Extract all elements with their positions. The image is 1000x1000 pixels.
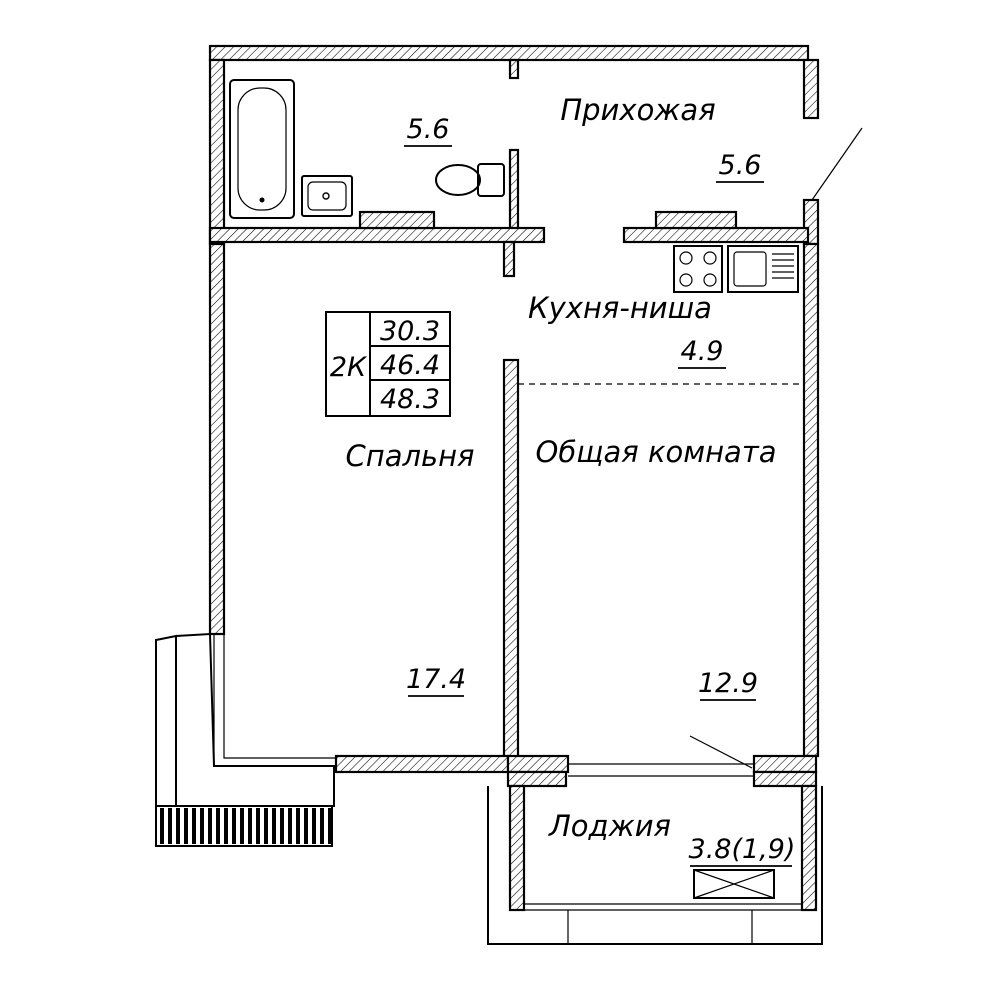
stove — [673, 245, 723, 293]
counter-kitchen — [654, 210, 738, 230]
wall-right — [802, 242, 820, 758]
counter-bath — [358, 210, 436, 230]
living-door-swing — [689, 735, 753, 769]
radiator-fin — [296, 808, 300, 844]
wall-top-right-stub — [802, 58, 820, 120]
bedroom-area: 17.4 — [406, 664, 466, 695]
radiator-fin — [328, 808, 332, 844]
radiator-fins — [160, 808, 332, 844]
radiator-fin — [288, 808, 292, 844]
radiator-fin — [224, 808, 228, 844]
wall-loggia-left — [508, 784, 526, 912]
radiator-fin — [232, 808, 236, 844]
loggia-area: 3.8(1,9) — [689, 834, 796, 865]
radiator-fin — [280, 808, 284, 844]
radiator-fin — [240, 808, 244, 844]
hallway-name: Прихожая — [560, 93, 715, 127]
washbasin — [301, 175, 353, 217]
total-area-value: 46.4 — [380, 350, 440, 381]
wall-loggia-top-left — [506, 770, 568, 788]
wall-bath-partition — [508, 148, 520, 232]
bedroom-balcony-outline — [155, 634, 177, 807]
wall-loggia-right — [800, 784, 818, 912]
radiator-fin — [192, 808, 196, 844]
bedroom-balcony-outline-2 — [175, 632, 335, 807]
radiator-fin — [200, 808, 204, 844]
entry-door-swing — [811, 127, 863, 201]
walls — [208, 44, 820, 912]
loggia-window — [524, 903, 802, 944]
loggia-ventilation-box — [693, 869, 775, 899]
wall-kitchen-top — [622, 226, 810, 244]
hallway-area: 5.6 — [719, 150, 762, 181]
radiator-fin — [272, 808, 276, 844]
wall-bath-bottom-stub — [502, 240, 516, 278]
loggia-outline — [487, 786, 823, 945]
radiator-fin — [304, 808, 308, 844]
room-labels: 5.6 Прихожая 5.6 Кухня-ниша 4.9 Спальня … — [345, 93, 796, 867]
wall-left-upper — [208, 58, 226, 246]
outlines — [155, 127, 863, 945]
radiator-fin — [184, 808, 188, 844]
bathtub — [229, 79, 295, 219]
wall-left — [208, 242, 226, 636]
kitchen-sink — [727, 245, 799, 293]
bedroom-name: Спальня — [345, 439, 474, 473]
loggia-name: Лоджия — [548, 809, 671, 843]
wall-bath-bottom — [208, 226, 546, 244]
wall-bottom-center — [506, 754, 570, 774]
kitchen-area: 4.9 — [681, 336, 724, 367]
living-area-value: 30.3 — [380, 316, 440, 347]
apartment-type: 2К — [330, 352, 368, 383]
radiator-fin — [248, 808, 252, 844]
wall-center-partition — [502, 358, 520, 762]
living-room-area: 12.9 — [698, 668, 758, 699]
wall-bottom-left — [334, 754, 510, 774]
toilet — [435, 163, 505, 197]
radiator-fin — [320, 808, 324, 844]
wall-loggia-top-right — [752, 770, 818, 788]
radiator-fin — [256, 808, 260, 844]
living-room-name: Общая комната — [536, 435, 777, 469]
radiator-fin — [168, 808, 172, 844]
apartment-summary: 2К 30.3 46.4 48.3 — [325, 311, 451, 417]
radiator-fin — [208, 808, 212, 844]
radiator-fin — [264, 808, 268, 844]
wall-bottom-right — [752, 754, 818, 774]
fixtures — [229, 79, 799, 899]
living-window — [568, 763, 754, 777]
bathtub-inner — [237, 87, 287, 211]
bedroom-window — [213, 634, 336, 767]
radiator-fin — [176, 808, 180, 844]
radiator-fin — [216, 808, 220, 844]
radiator-fin — [160, 808, 164, 844]
kitchen-name: Кухня-ниша — [528, 291, 712, 325]
wall-top-stub — [508, 58, 520, 80]
wall-top — [208, 44, 810, 62]
bathroom-area: 5.6 — [407, 114, 450, 145]
radiator-fin — [312, 808, 316, 844]
total-with-loggia-value: 48.3 — [380, 384, 440, 415]
